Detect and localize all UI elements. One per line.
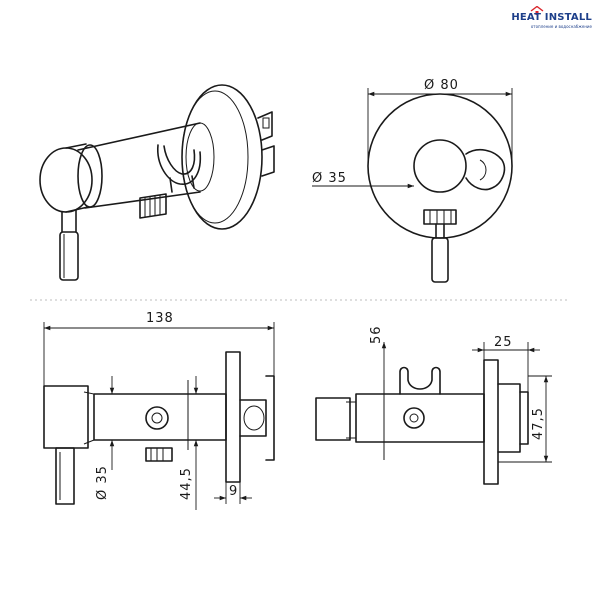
dim-side-length: 138 (146, 311, 174, 326)
dim-side-flange-thickness: 9 (229, 484, 238, 499)
brand-logo: HEAT INSTALL отопление и водоснабжение (511, 6, 592, 32)
house-icon (530, 6, 544, 15)
brand-tagline: отопление и водоснабжение (530, 24, 592, 29)
isometric-view (39, 84, 275, 281)
brand-name: HEAT INSTALL (511, 12, 592, 23)
side-view (43, 322, 275, 510)
dim-top-height: 47,5 (531, 407, 546, 440)
dim-side-outlet-offset: 44,5 (179, 467, 194, 500)
dim-top-holder-offset: 56 (369, 325, 384, 344)
dim-side-body-diameter: Ø 35 (95, 465, 110, 500)
dim-front-body-diameter: Ø 35 (312, 171, 347, 186)
front-view (312, 88, 513, 283)
dim-front-outer-diameter: Ø 80 (424, 78, 459, 93)
dim-top-flange-depth: 25 (494, 335, 513, 350)
top-view (315, 342, 552, 485)
